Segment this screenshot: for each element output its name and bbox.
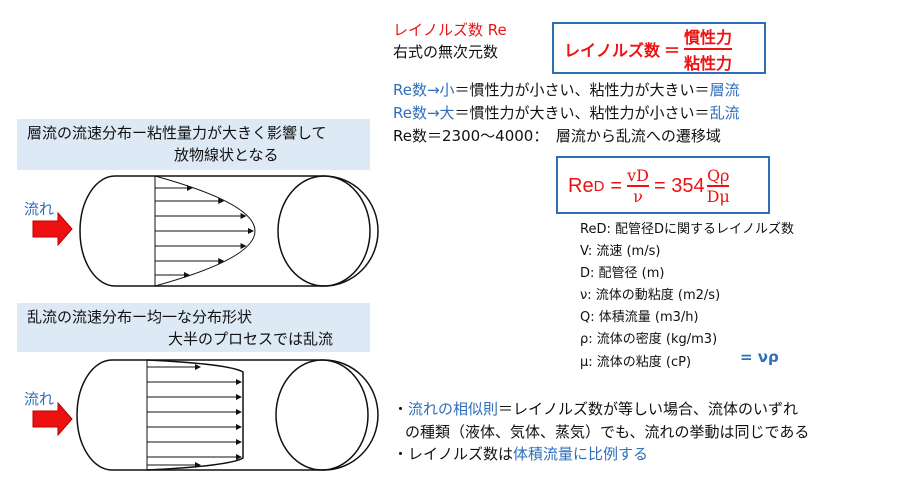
formula-num2: Qρ [706,166,730,187]
formula-eq2: = 354 [653,174,705,197]
formula-den1: ν [633,187,643,206]
formula-denominator: 粘性力 [684,54,733,73]
line2-prefix: Re数→大 [393,104,455,122]
mu-note: = νρ [740,348,779,366]
line2-result: 乱流 [709,104,740,122]
laminar-pipe [79,175,379,287]
similarity-bullet: ・流れの相似則＝レイノルズ数が等しい場合、流体のいずれ [393,398,798,419]
formula-numerator: 慣性力 [684,24,733,50]
bullet1-highlight: 流れの相似則 [408,400,499,418]
pipe-outline [76,359,379,471]
definition-item: ν: 流体の動粘度 (m2/s) [580,288,721,303]
bullet-mark: ・ [393,400,409,418]
laminar-flow-label: 流れ [24,200,55,218]
definition-item: ReD: 配管径Dに関するレイノルズ数 [580,222,794,237]
bullet2-text: レイノルズ数は [408,445,514,463]
formula-den2: Dμ [706,187,730,206]
small-re-line: Re数→小＝慣性力が小さい、粘性力が大きい＝層流 [393,79,740,100]
definition-item: ρ: 流体の密度 (kg/m3) [580,332,718,347]
formula-eq1: = [610,174,623,197]
line1-prefix: Re数→小 [393,81,455,99]
pipe-end-circle [275,359,369,471]
large-re-line: Re数→大＝慣性力が大きい、粘性力が小さい＝乱流 [393,102,740,123]
formula-re-sub: D [593,177,605,195]
reynolds-subtitle: 右式の無次元数 [393,43,499,61]
turbulent-header: 乱流の流速分布ー均一な分布形状 大半のプロセスでは乱流 [17,303,370,352]
bullet1-rest: ＝レイノルズ数が等しい場合、流体のいずれ [498,400,799,418]
laminar-title-line1: 層流の流速分布ー粘性量力が大きく影響して [27,124,327,142]
line1-body: ＝慣性力が小さい、粘性力が大きい＝ [454,81,710,99]
turbulent-flow-label: 流れ [24,390,55,408]
line2-body: ＝慣性力が大きい、粘性力が小さい＝ [454,104,710,122]
pipe-end-circle [277,175,371,287]
bullet-mark: ・ [393,445,409,463]
pipe-diagrams [32,175,379,471]
flow-arrow-icon [32,401,73,437]
line1-result: 層流 [709,81,740,99]
turbulent-pipe [76,359,379,471]
definition-item: V: 流速 (m/s) [580,244,661,259]
parabolic-profile [154,175,256,287]
turbulent-title-line1: 乱流の流速分布ー均一な分布形状 [27,308,253,326]
proportional-bullet: ・レイノルズ数は体積流量に比例する [393,443,648,464]
definition-item: μ: 流体の粘度 (cP) [580,355,692,370]
reynolds-title: レイノルズ数 Re [393,21,507,39]
flow-arrow-icon [32,211,73,247]
definition-item: D: 配管径 (m) [580,266,665,281]
turbulent-title-line2: 大半のプロセスでは乱流 [168,330,334,348]
definition-item: Q: 体積流量 (m3/h) [580,310,699,325]
definition-formula-box: レイノルズ数 ＝ 慣性力粘性力 [552,22,766,74]
formula-lhs: レイノルズ数 [564,41,661,60]
flat-profile [146,359,244,471]
transition-line: Re数＝2300〜4000： 層流から乱流への遷移域 [393,127,721,145]
laminar-header: 層流の流速分布ー粘性量力が大きく影響して 放物線状となる [17,119,370,170]
formula-re: Re [568,174,594,197]
formula-num1: vD [627,166,649,187]
laminar-title-line2: 放物線状となる [174,146,279,164]
bullet2-highlight: 体積流量に比例する [513,445,649,463]
formula-equals: ＝ [664,41,681,60]
similarity-bullet-cont: の種類（液体、気体、蒸気）でも、流れの挙動は同じである [405,423,810,441]
